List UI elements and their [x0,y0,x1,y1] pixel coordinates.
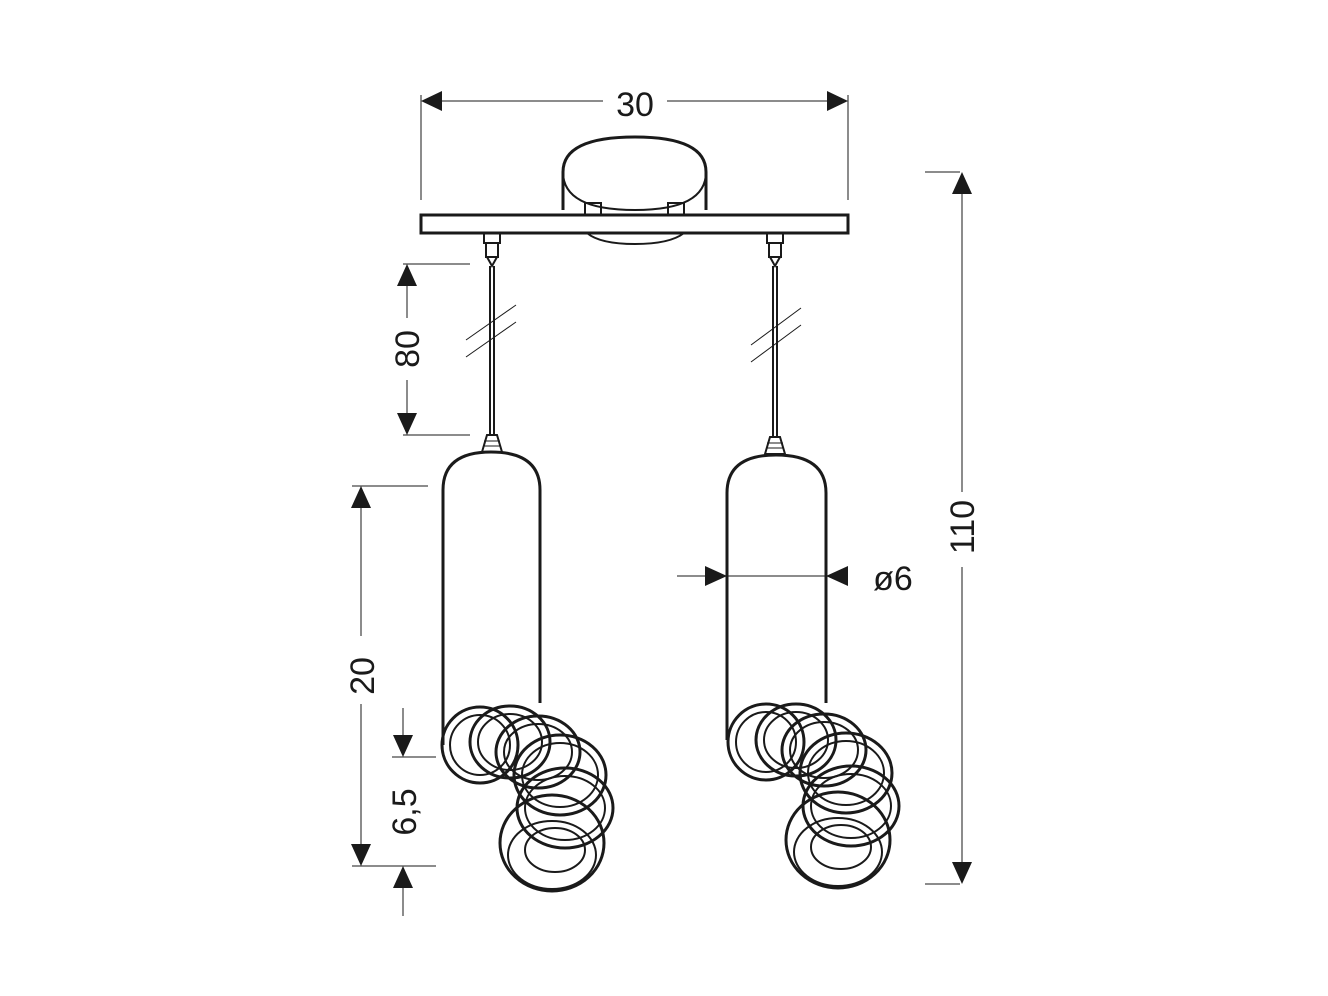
diameter-label: ø6 [873,560,913,598]
total-height-dimension: 110 [925,171,982,885]
left-shade [441,450,542,745]
left-cable [465,232,517,453]
right-shade [725,453,828,740]
cable-length-label: 80 [389,330,427,368]
right-coil [726,702,901,890]
total-height-label: 110 [944,500,982,554]
diameter-dimension: ø6 [677,560,913,598]
cable-length-dimension: 80 [389,263,470,436]
width-label: 30 [616,86,654,124]
ring-height-label: 6,5 [386,788,424,835]
right-cable [750,232,802,455]
ring-height-dimension: 6,5 [386,708,436,916]
shade-height-label: 20 [344,657,382,695]
shade-height-dimension: 20 [344,485,436,867]
left-coil [440,704,615,893]
mounting-bar [419,213,850,235]
ceiling-canopy [561,135,708,246]
width-dimension: 30 [420,86,849,200]
